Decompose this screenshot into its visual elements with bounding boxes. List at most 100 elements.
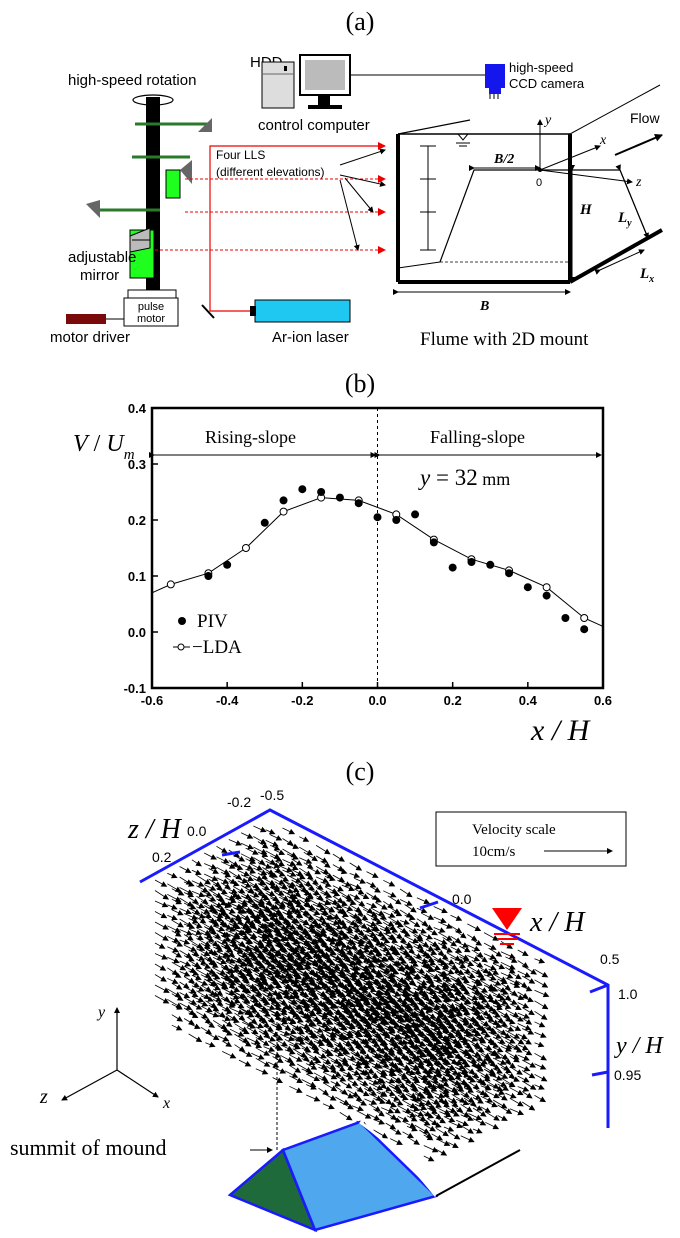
pulse-label-2: motor xyxy=(137,313,165,325)
velocity-vector xyxy=(433,969,447,977)
velocity-vector xyxy=(383,911,396,918)
velocity-vector xyxy=(315,866,330,875)
velocity-vector xyxy=(291,869,304,876)
velocity-vector xyxy=(459,987,471,995)
velocity-vector xyxy=(456,1119,469,1127)
velocity-vector xyxy=(419,1108,432,1117)
velocity-vector xyxy=(404,925,419,934)
velocity-vector xyxy=(196,990,211,1000)
piv-point xyxy=(260,518,269,527)
velocity-vector xyxy=(425,928,438,936)
velocity-vector xyxy=(534,1052,547,1061)
xlabel: x / H xyxy=(530,714,592,747)
velocity-vector xyxy=(423,1124,436,1132)
velocity-vector xyxy=(225,897,237,904)
lda-point xyxy=(241,544,250,552)
velocity-vector xyxy=(313,1051,327,1059)
velocity-vector xyxy=(284,1048,296,1055)
piv-point xyxy=(429,538,438,547)
velocity-vector xyxy=(222,1008,233,1015)
velocity-vector xyxy=(240,895,255,903)
velocity-vector xyxy=(257,851,269,858)
x-tick-label: 0.0 xyxy=(368,693,386,708)
velocity-vector xyxy=(317,1024,331,1032)
velocity-vector xyxy=(337,953,351,960)
velocity-vector xyxy=(220,882,231,890)
legend-lda-marker xyxy=(177,643,185,651)
velocity-vector xyxy=(233,896,249,905)
velocity-vector xyxy=(463,1066,476,1075)
panel-c: (c) z / H x / H y / H -0.2 0.0 0.2 -0.5 … xyxy=(10,757,664,1233)
velocity-vector xyxy=(422,1050,437,1060)
velocity-vector xyxy=(358,914,369,921)
ylabel: V / Um xyxy=(73,431,135,463)
velocity-vector xyxy=(240,905,253,913)
velocity-vector xyxy=(238,1049,253,1057)
velocity-vector xyxy=(433,948,445,956)
camera-lens xyxy=(489,88,501,94)
velocity-vector xyxy=(476,985,488,993)
velocity-vector xyxy=(205,1041,216,1048)
velocity-vector xyxy=(485,1121,500,1130)
velocity-vector xyxy=(337,879,352,887)
velocity-vector xyxy=(463,982,479,990)
velocity-vector xyxy=(204,873,219,881)
velocity-vector xyxy=(435,1043,449,1053)
velocity-vector xyxy=(240,853,256,862)
velocity-vector xyxy=(233,917,244,925)
velocity-vector xyxy=(492,1004,503,1011)
velocity-vector xyxy=(349,872,361,879)
velocity-vector xyxy=(472,1107,487,1117)
velocity-vector xyxy=(341,937,355,944)
flow-label: Flow xyxy=(630,110,660,126)
velocity-vector xyxy=(203,926,217,935)
velocity-vector xyxy=(253,846,268,855)
velocity-vector xyxy=(492,1046,504,1053)
velocity-vector xyxy=(467,976,481,984)
velocity-vector xyxy=(433,958,447,966)
yt-1: 0.95 xyxy=(614,1067,641,1083)
velocity-vector xyxy=(425,980,436,988)
velocity-vector xyxy=(509,1003,522,1010)
velocity-vector xyxy=(442,937,458,947)
xt-1: 0.0 xyxy=(452,891,472,907)
velocity-vector xyxy=(216,877,230,884)
velocity-vector xyxy=(320,881,332,888)
velocity-vector xyxy=(318,1045,332,1055)
velocity-vector xyxy=(351,1073,364,1080)
velocity-vector xyxy=(289,1064,302,1073)
velocity-vector xyxy=(233,854,246,862)
velocity-vector xyxy=(337,890,353,900)
velocity-vector xyxy=(299,878,312,887)
lls-label-1: Four LLS xyxy=(216,148,265,162)
y-tick-label: 0.2 xyxy=(128,513,146,528)
velocity-vector xyxy=(341,905,354,912)
velocity-vector xyxy=(279,865,293,873)
velocity-vector xyxy=(434,1064,447,1070)
velocity-vector xyxy=(509,1108,525,1116)
velocity-vector xyxy=(402,1099,417,1109)
velocity-vector xyxy=(286,906,298,913)
velocity-vector xyxy=(349,904,362,913)
velocity-vector xyxy=(286,885,300,893)
velocity-vector xyxy=(396,1062,411,1070)
flume-caption: Flume with 2D mount xyxy=(420,329,589,350)
velocity-vector xyxy=(216,898,227,906)
velocity-vector xyxy=(521,1101,536,1111)
velocity-vector xyxy=(358,956,373,964)
velocity-vector xyxy=(450,925,463,934)
velocity-vector xyxy=(204,863,218,870)
velocity-vector xyxy=(435,1148,448,1156)
velocity-vector xyxy=(270,844,281,851)
velocity-vector xyxy=(335,1065,346,1072)
velocity-vector xyxy=(204,884,217,891)
velocity-vector xyxy=(450,967,461,974)
velocity-scale-title: Velocity scale xyxy=(472,822,556,838)
x-tick-label: -0.4 xyxy=(216,693,239,708)
velocity-vector xyxy=(443,1116,456,1123)
velocity-vector xyxy=(375,902,388,910)
velocity-vector xyxy=(320,871,334,879)
velocity-vector xyxy=(447,952,462,961)
velocity-vector xyxy=(282,838,294,846)
velocity-vector xyxy=(283,985,295,991)
